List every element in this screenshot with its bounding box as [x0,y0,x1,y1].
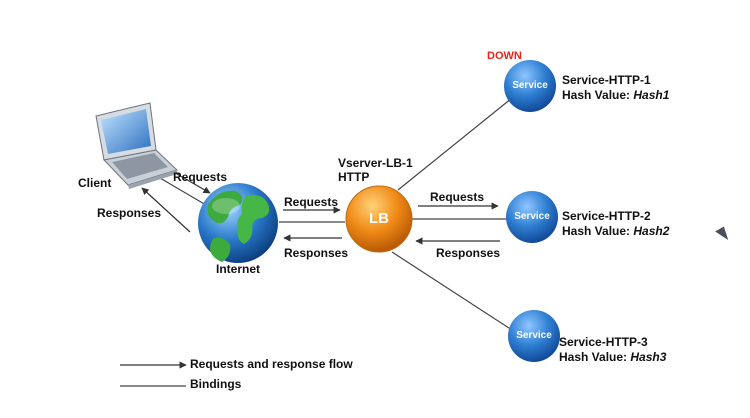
laptop-icon [95,102,178,189]
hash-prefix: Hash Value: [559,350,631,364]
responses-label-client: Responses [97,206,162,220]
service-3-sphere [508,310,560,362]
legend-bindings-label: Bindings [190,377,242,391]
globe-icon [198,183,278,263]
internet-label: Internet [216,262,261,276]
service-2-icon-label: Service [514,211,550,222]
requests-label-client: Requests [173,170,228,184]
requests-label-service-2: Requests [430,190,485,204]
requests-label-lb: Requests [284,195,339,209]
client-label: Client [78,176,112,190]
service-3-hash: Hash Value: Hash3 [559,350,666,364]
service-2-name: Service-HTTP-2 [562,209,651,223]
hash-value: Hash3 [630,350,667,364]
vserver-name: Vserver-LB-1 [338,156,413,170]
service-1-sphere [504,60,556,112]
binding-line-service-3 [391,251,513,331]
service-1-icon-label: Service [512,80,548,91]
binding-line-service-1 [397,97,513,191]
service-1-hash: Hash Value: Hash1 [562,88,669,102]
response-arrow-client [141,187,191,233]
service-2-hash: Hash Value: Hash2 [562,224,669,238]
hash-value: Hash2 [633,224,670,238]
hash-prefix: Hash Value: [562,88,634,102]
legend-flow-label: Requests and response flow [190,357,353,371]
service-3-name: Service-HTTP-3 [559,335,648,349]
responses-label-service-2: Responses [436,246,501,260]
binding-line-client [159,177,207,206]
service-3-icon-label: Service [516,330,552,341]
status-down: DOWN [487,50,522,62]
hash-value: Hash1 [633,88,670,102]
service-2-sphere [506,191,558,243]
lb-label: LB [369,210,389,227]
hash-prefix: Hash Value: [562,224,634,238]
lb-sphere [345,185,413,253]
responses-label-lb: Responses [284,246,349,260]
service-1-name: Service-HTTP-1 [562,73,651,87]
vserver-protocol: HTTP [338,170,370,184]
